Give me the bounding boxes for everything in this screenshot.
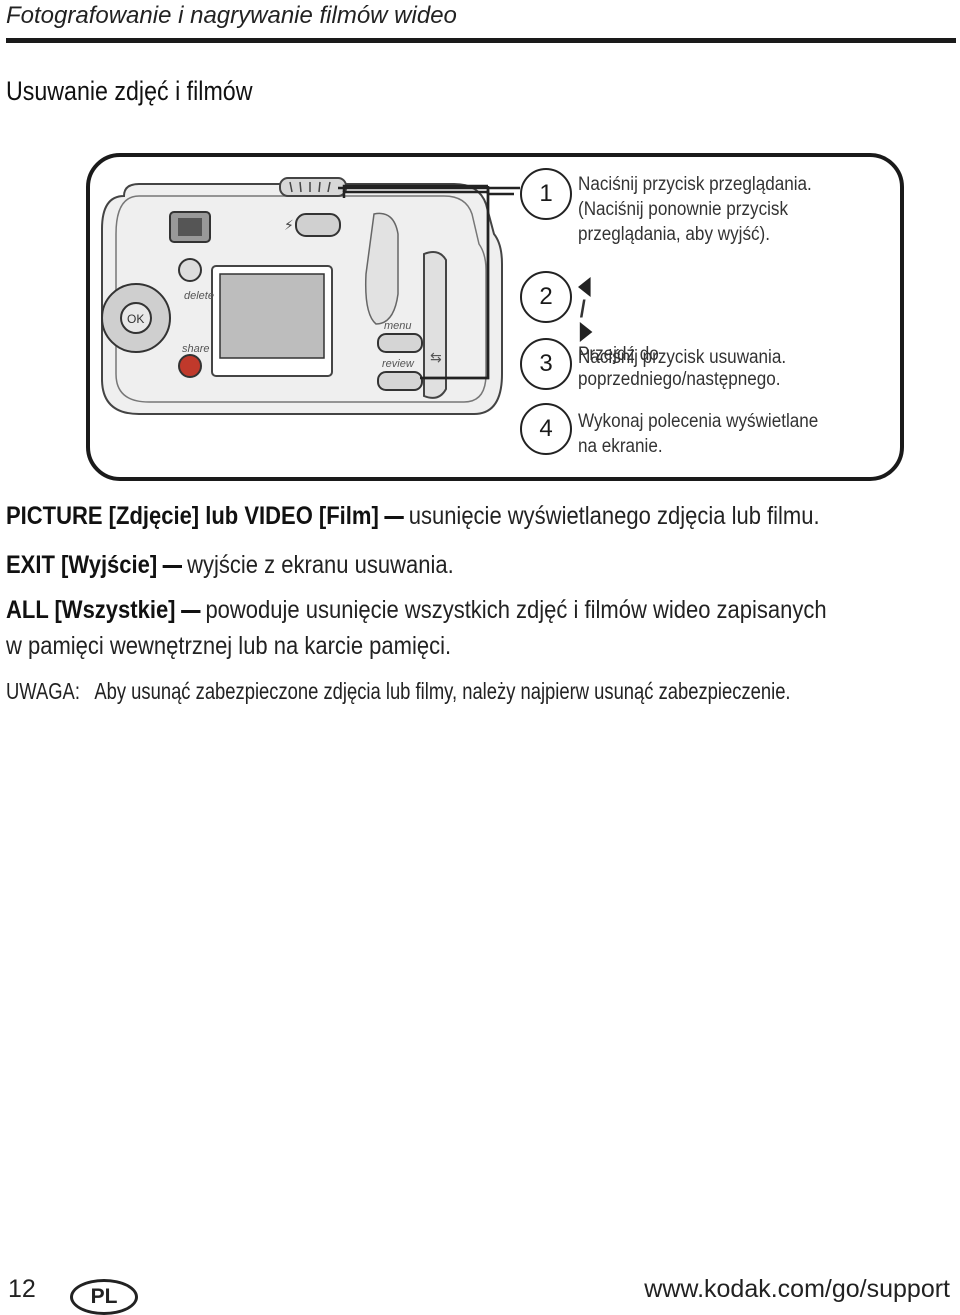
option-term: EXIT [Wyjście]: [6, 551, 158, 579]
camera-inner-rim: [115, 195, 487, 403]
step-3-text: Naciśnij przycisk usuwania.: [578, 345, 786, 370]
option-description: powoduje usunięcie wszystkich zdjęć i fi…: [205, 596, 827, 624]
step-4-line-2: na ekranie.: [578, 436, 663, 457]
delete-label: delete: [184, 290, 214, 302]
share-button: [178, 354, 202, 378]
option-picture-video: PICTURE [Zdjęcie] lub VIDEO [Film] usunię…: [6, 498, 820, 534]
note-text: Aby usunąć zabezpieczone zdjęcia lub fil…: [94, 678, 791, 704]
step-4-text: Wykonaj polecenia wyświetlane na ekranie…: [578, 409, 818, 459]
slash-icon: /: [579, 296, 586, 323]
callout-connectors: [338, 186, 520, 380]
option-description-continuation: w pamięci wewnętrznej lub na karcie pami…: [6, 632, 452, 660]
language-badge: PL: [70, 1279, 138, 1315]
step-3-number: 3: [520, 338, 572, 390]
step-2-line-2: poprzedniego/następnego.: [578, 369, 781, 390]
lcd-screen: [219, 273, 325, 359]
step-3-line-1: Naciśnij przycisk usuwania.: [578, 347, 787, 368]
step-1-number: 1: [520, 168, 572, 220]
step-1-line-3: przeglądania, aby wyjść).: [578, 224, 770, 245]
option-term: ALL [Wszystkie]: [6, 596, 176, 624]
note: UWAGA: Aby usunąć zabezpieczone zdjęcia l…: [6, 678, 791, 705]
step-1-text: Naciśnij przycisk przeglądania. (Naciśni…: [578, 172, 812, 247]
em-dash: [180, 609, 201, 613]
share-label: share: [182, 343, 210, 355]
section-title: Usuwanie zdjęć i filmów: [6, 76, 253, 106]
menu-button: [377, 333, 423, 353]
side-door: [423, 251, 447, 399]
em-dash: [384, 515, 404, 519]
option-exit: EXIT [Wyjście] wyjście z ekranu usuwania.: [6, 547, 454, 583]
grip: [364, 212, 399, 325]
option-description: wyjście z ekranu usuwania.: [187, 551, 454, 579]
note-label: UWAGA:: [6, 678, 80, 704]
review-button: [377, 371, 423, 391]
flash-button: [295, 213, 341, 237]
em-dash: [162, 564, 182, 568]
left-arrow-icon: [578, 277, 591, 297]
support-url[interactable]: www.kodak.com/go/support: [644, 1275, 950, 1303]
svg-text:⚡: ⚡: [284, 218, 294, 234]
step-2-line-1-row: / Przejdź do: [578, 277, 781, 367]
step-1-line-2: (Naciśnij ponownie przycisk: [578, 199, 789, 220]
svg-text:⇆: ⇆: [430, 350, 442, 366]
menu-label: menu: [384, 320, 412, 332]
option-description: usunięcie wyświetlanego zdjęcia lub film…: [408, 502, 820, 530]
step-4-number: 4: [520, 403, 572, 455]
ok-label: OK: [127, 312, 144, 326]
running-header: Fotografowanie i nagrywanie filmów wideo: [6, 2, 457, 29]
step-1-line-1: Naciśnij przycisk przeglądania.: [578, 174, 812, 195]
option-term: PICTURE [Zdjęcie] lub VIDEO [Film]: [6, 502, 379, 530]
option-all: ALL [Wszystkie] powoduje usunięcie wszyst…: [6, 592, 827, 664]
right-arrow-icon: [579, 322, 593, 342]
step-2-line-1: Przejdź do: [578, 344, 659, 365]
review-label: review: [382, 358, 415, 370]
step-4-line-1: Wykonaj polecenia wyświetlane: [578, 411, 819, 432]
step-2-text: / Przejdź do poprzedniego/następnego.: [578, 277, 781, 392]
delete-button: [178, 258, 202, 282]
page-number: 12: [8, 1275, 36, 1303]
ok-button: [120, 302, 152, 334]
step-2-number: 2: [520, 271, 572, 323]
header-rule: [6, 38, 956, 43]
